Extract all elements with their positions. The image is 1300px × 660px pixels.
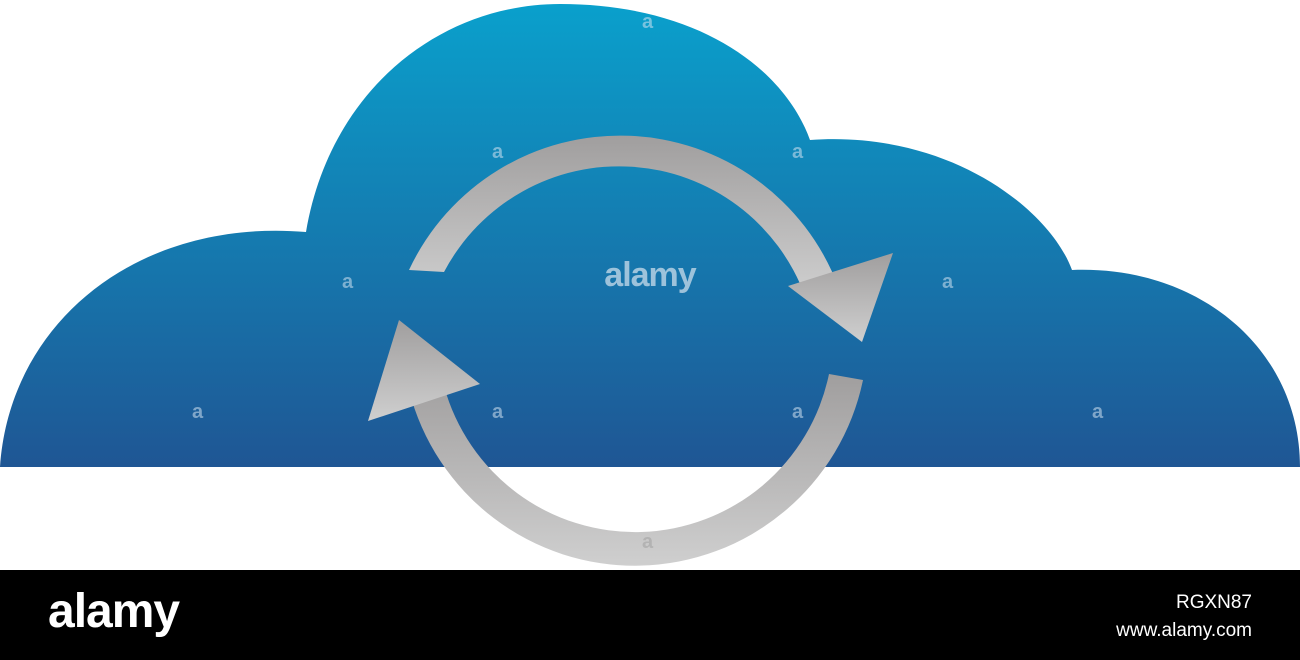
footer-bar: alamy RGXN87 www.alamy.com (0, 570, 1300, 660)
watermark-mark: a (942, 271, 954, 293)
watermark-mark: a (1092, 401, 1104, 423)
watermark-mark: a (492, 401, 504, 423)
brand-logo: alamy (48, 585, 180, 638)
watermark-mark: a (642, 531, 654, 553)
cloud-icon (0, 4, 1300, 467)
watermark-mark: a (642, 11, 654, 33)
cloud-sync-illustration (0, 4, 1300, 566)
watermark-mark: a (192, 401, 204, 423)
site-url: www.alamy.com (1116, 620, 1252, 641)
watermark-mark: a (342, 271, 354, 293)
watermark-mark: a (792, 401, 804, 423)
watermark-mark: a (492, 141, 504, 163)
watermark-center: alamy (604, 256, 696, 294)
watermark-mark: a (792, 141, 804, 163)
image-id: RGXN87 (1175, 592, 1252, 613)
sync-arrows-icon (368, 135, 893, 566)
